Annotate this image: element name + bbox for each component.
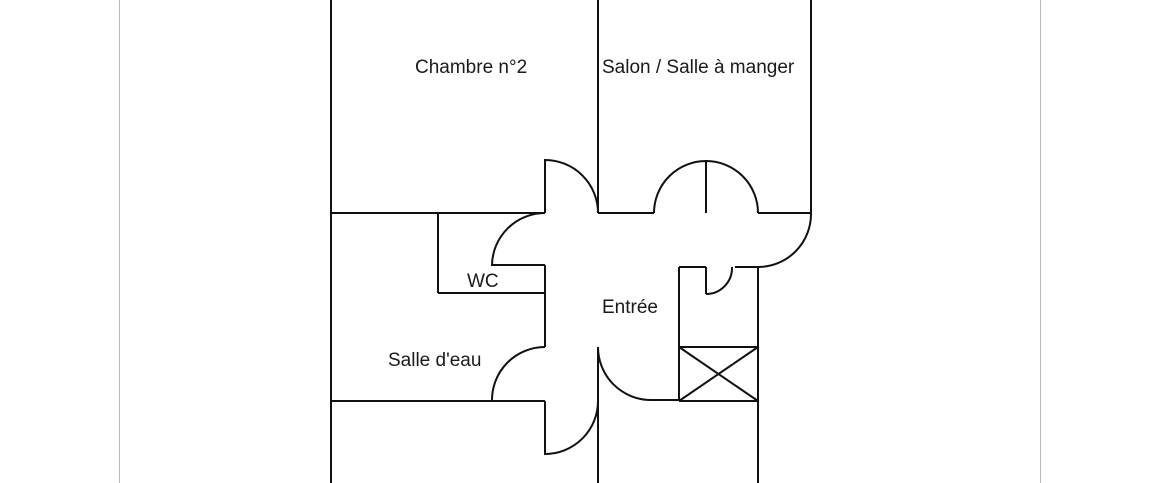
label-wc: WC <box>467 271 499 292</box>
right-corner-door-swing <box>757 212 813 268</box>
shower-door-swing <box>490 346 546 402</box>
page-right-border <box>1040 0 1041 483</box>
living-door-right-swing <box>705 160 759 214</box>
doors <box>490 158 813 456</box>
lower-room-door-swing <box>544 400 599 456</box>
bedroom-door-swing <box>544 158 599 214</box>
closet-door-swing <box>705 266 734 295</box>
hall-lower-door-swing <box>597 346 679 401</box>
label-shower-room: Salle d'eau <box>388 350 481 371</box>
living-door-left-swing <box>653 159 707 214</box>
page-left-border <box>119 0 120 483</box>
label-living-room: Salon / Salle à manger <box>602 57 795 78</box>
walls <box>330 0 812 483</box>
wc-door-swing <box>490 212 546 266</box>
closet-box-diagonal-2 <box>678 346 759 402</box>
label-entrance: Entrée <box>602 297 658 318</box>
label-bedroom-2: Chambre n°2 <box>415 57 527 78</box>
